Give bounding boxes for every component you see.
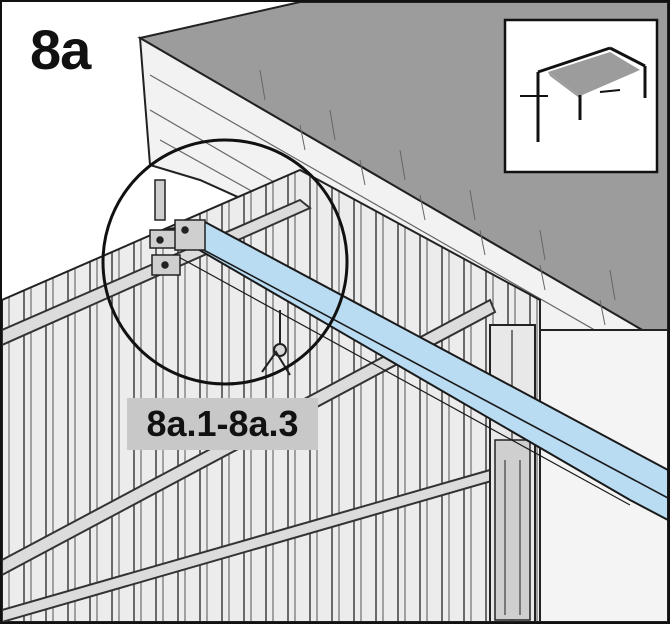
- step-number: 8a: [28, 20, 97, 80]
- mounting-bracket: [149, 179, 206, 276]
- vertical-track: [489, 324, 536, 622]
- overview-thumbnail-icon: [503, 18, 659, 174]
- detail-magnifier-circle: [101, 138, 349, 386]
- detail-reference-label: 8a.1-8a.3: [127, 398, 318, 450]
